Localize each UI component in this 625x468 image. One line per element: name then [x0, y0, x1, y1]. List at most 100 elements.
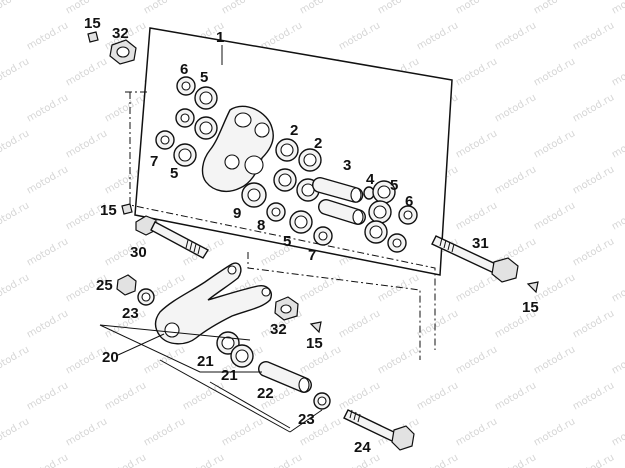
- rocker-link: [201, 105, 274, 193]
- watermark-text: motod.ru: [415, 20, 460, 52]
- watermark-text: motod.ru: [337, 20, 382, 52]
- callout-1: 1: [216, 29, 224, 46]
- watermark-text: motod.ru: [415, 380, 460, 412]
- callout-7b: 7: [308, 247, 316, 264]
- guide-line-right: [247, 252, 421, 360]
- bearings-left: [155, 76, 218, 167]
- callout-15c: 15: [522, 299, 539, 316]
- watermark-text: motod.ru: [220, 0, 265, 17]
- callout-15b: 15: [100, 202, 117, 219]
- watermark-text: motod.ru: [532, 344, 577, 376]
- callout-15a: 15: [84, 15, 101, 32]
- callout-32b: 32: [270, 321, 287, 338]
- watermark-text: motod.ru: [415, 452, 460, 468]
- watermark-text: motod.ru: [298, 0, 343, 17]
- watermark-text: motod.ru: [493, 92, 538, 124]
- watermark-text: motod.ru: [25, 452, 70, 468]
- watermark-text: motod.ru: [571, 20, 616, 52]
- watermark-text: motod.ru: [25, 164, 70, 196]
- watermark-text: motod.ru: [493, 452, 538, 468]
- watermark-text: motod.ru: [454, 200, 499, 232]
- watermark-text: motod.ru: [610, 56, 625, 88]
- callout-5d: 5: [283, 233, 291, 250]
- watermark-text: motod.ru: [610, 200, 625, 232]
- watermark-text: motod.ru: [610, 416, 625, 448]
- watermark-text: motod.ru: [25, 308, 70, 340]
- watermark-text: motod.ru: [532, 416, 577, 448]
- callout-6b: 6: [405, 193, 413, 210]
- watermark-text: motod.ru: [220, 416, 265, 448]
- watermark-text: motod.ru: [571, 164, 616, 196]
- flange-nut-top: [109, 39, 137, 65]
- watermark-text: motod.ru: [181, 452, 226, 468]
- watermark-text: motod.ru: [298, 272, 343, 304]
- watermark-text: motod.ru: [25, 20, 70, 52]
- watermark-text: motod.ru: [454, 128, 499, 160]
- callouts: 1 6 5 7 5 2 2 3 4 5 6 9 8 5 7 15 32 15 3…: [84, 15, 539, 456]
- watermark-text: motod.ru: [142, 0, 187, 17]
- bearings-right: [364, 180, 418, 253]
- watermark-text: motod.ru: [610, 128, 625, 160]
- callout-15d: 15: [306, 335, 323, 352]
- watermark-text: motod.ru: [337, 308, 382, 340]
- callout-24: 24: [354, 439, 371, 456]
- callout-30: 30: [130, 244, 147, 261]
- callout-5a: 5: [200, 69, 208, 86]
- watermark-text: motod.ru: [610, 0, 625, 17]
- watermark-text: motod.ru: [571, 92, 616, 124]
- watermark-text: motod.ru: [25, 380, 70, 412]
- watermark-text: motod.ru: [0, 272, 31, 304]
- watermark-text: motod.ru: [376, 344, 421, 376]
- callout-23a: 23: [122, 305, 139, 322]
- flange-nut-lower: [274, 296, 299, 321]
- bolt-31: [431, 235, 519, 283]
- watermark-text: motod.ru: [532, 0, 577, 17]
- watermark-text: motod.ru: [571, 452, 616, 468]
- watermark-text: motod.ru: [454, 344, 499, 376]
- watermark-text: motod.ru: [493, 20, 538, 52]
- watermark-text: motod.ru: [25, 236, 70, 268]
- bolt-24: [343, 409, 415, 451]
- watermark-text: motod.ru: [0, 344, 31, 376]
- watermark-text: motod.ru: [454, 56, 499, 88]
- callout-31: 31: [472, 235, 489, 252]
- watermark-text: motod.ru: [0, 128, 31, 160]
- watermark-text: motod.ru: [0, 56, 31, 88]
- watermark-text: motod.ru: [0, 200, 31, 232]
- watermark-text: motod.ru: [415, 308, 460, 340]
- watermark-text: motod.ru: [532, 272, 577, 304]
- callout-20: 20: [102, 349, 119, 366]
- nut-25: [116, 274, 137, 296]
- callout-22: 22: [257, 385, 274, 402]
- watermark-text: motod.ru: [103, 380, 148, 412]
- callout-21a: 21: [197, 353, 214, 370]
- watermark-text: motod.ru: [376, 272, 421, 304]
- callout-5c: 5: [390, 177, 398, 194]
- callout-3: 3: [343, 157, 351, 174]
- watermark-text: motod.ru: [532, 200, 577, 232]
- watermark-text: motod.ru: [64, 128, 109, 160]
- watermark-text: motod.ru: [610, 344, 625, 376]
- callout-4: 4: [366, 171, 375, 188]
- callout-9: 9: [233, 205, 241, 222]
- callout-21b: 21: [221, 367, 238, 384]
- watermark-text: motod.ru: [103, 92, 148, 124]
- callout-7a: 7: [150, 153, 158, 170]
- watermark-text: motod.ru: [64, 416, 109, 448]
- watermark-text: motod.ru: [103, 452, 148, 468]
- pull-rod-20: [154, 262, 272, 345]
- sleeves-3: [312, 177, 366, 225]
- watermark-text: motod.ru: [259, 452, 304, 468]
- guide-line-left: [129, 92, 436, 350]
- watermark-text: motod.ru: [454, 416, 499, 448]
- watermark-text: motod.ru: [181, 380, 226, 412]
- watermark-text: motod.ru: [0, 0, 31, 17]
- callout-25: 25: [96, 277, 113, 294]
- spacers-lower: [266, 202, 333, 246]
- watermark-text: motod.ru: [0, 416, 31, 448]
- bolt-30: [135, 215, 209, 259]
- cap-nut-left: [121, 203, 133, 215]
- watermark-text: motod.ru: [571, 380, 616, 412]
- watermark-text: motod.ru: [142, 416, 187, 448]
- watermark-text: motod.ru: [571, 236, 616, 268]
